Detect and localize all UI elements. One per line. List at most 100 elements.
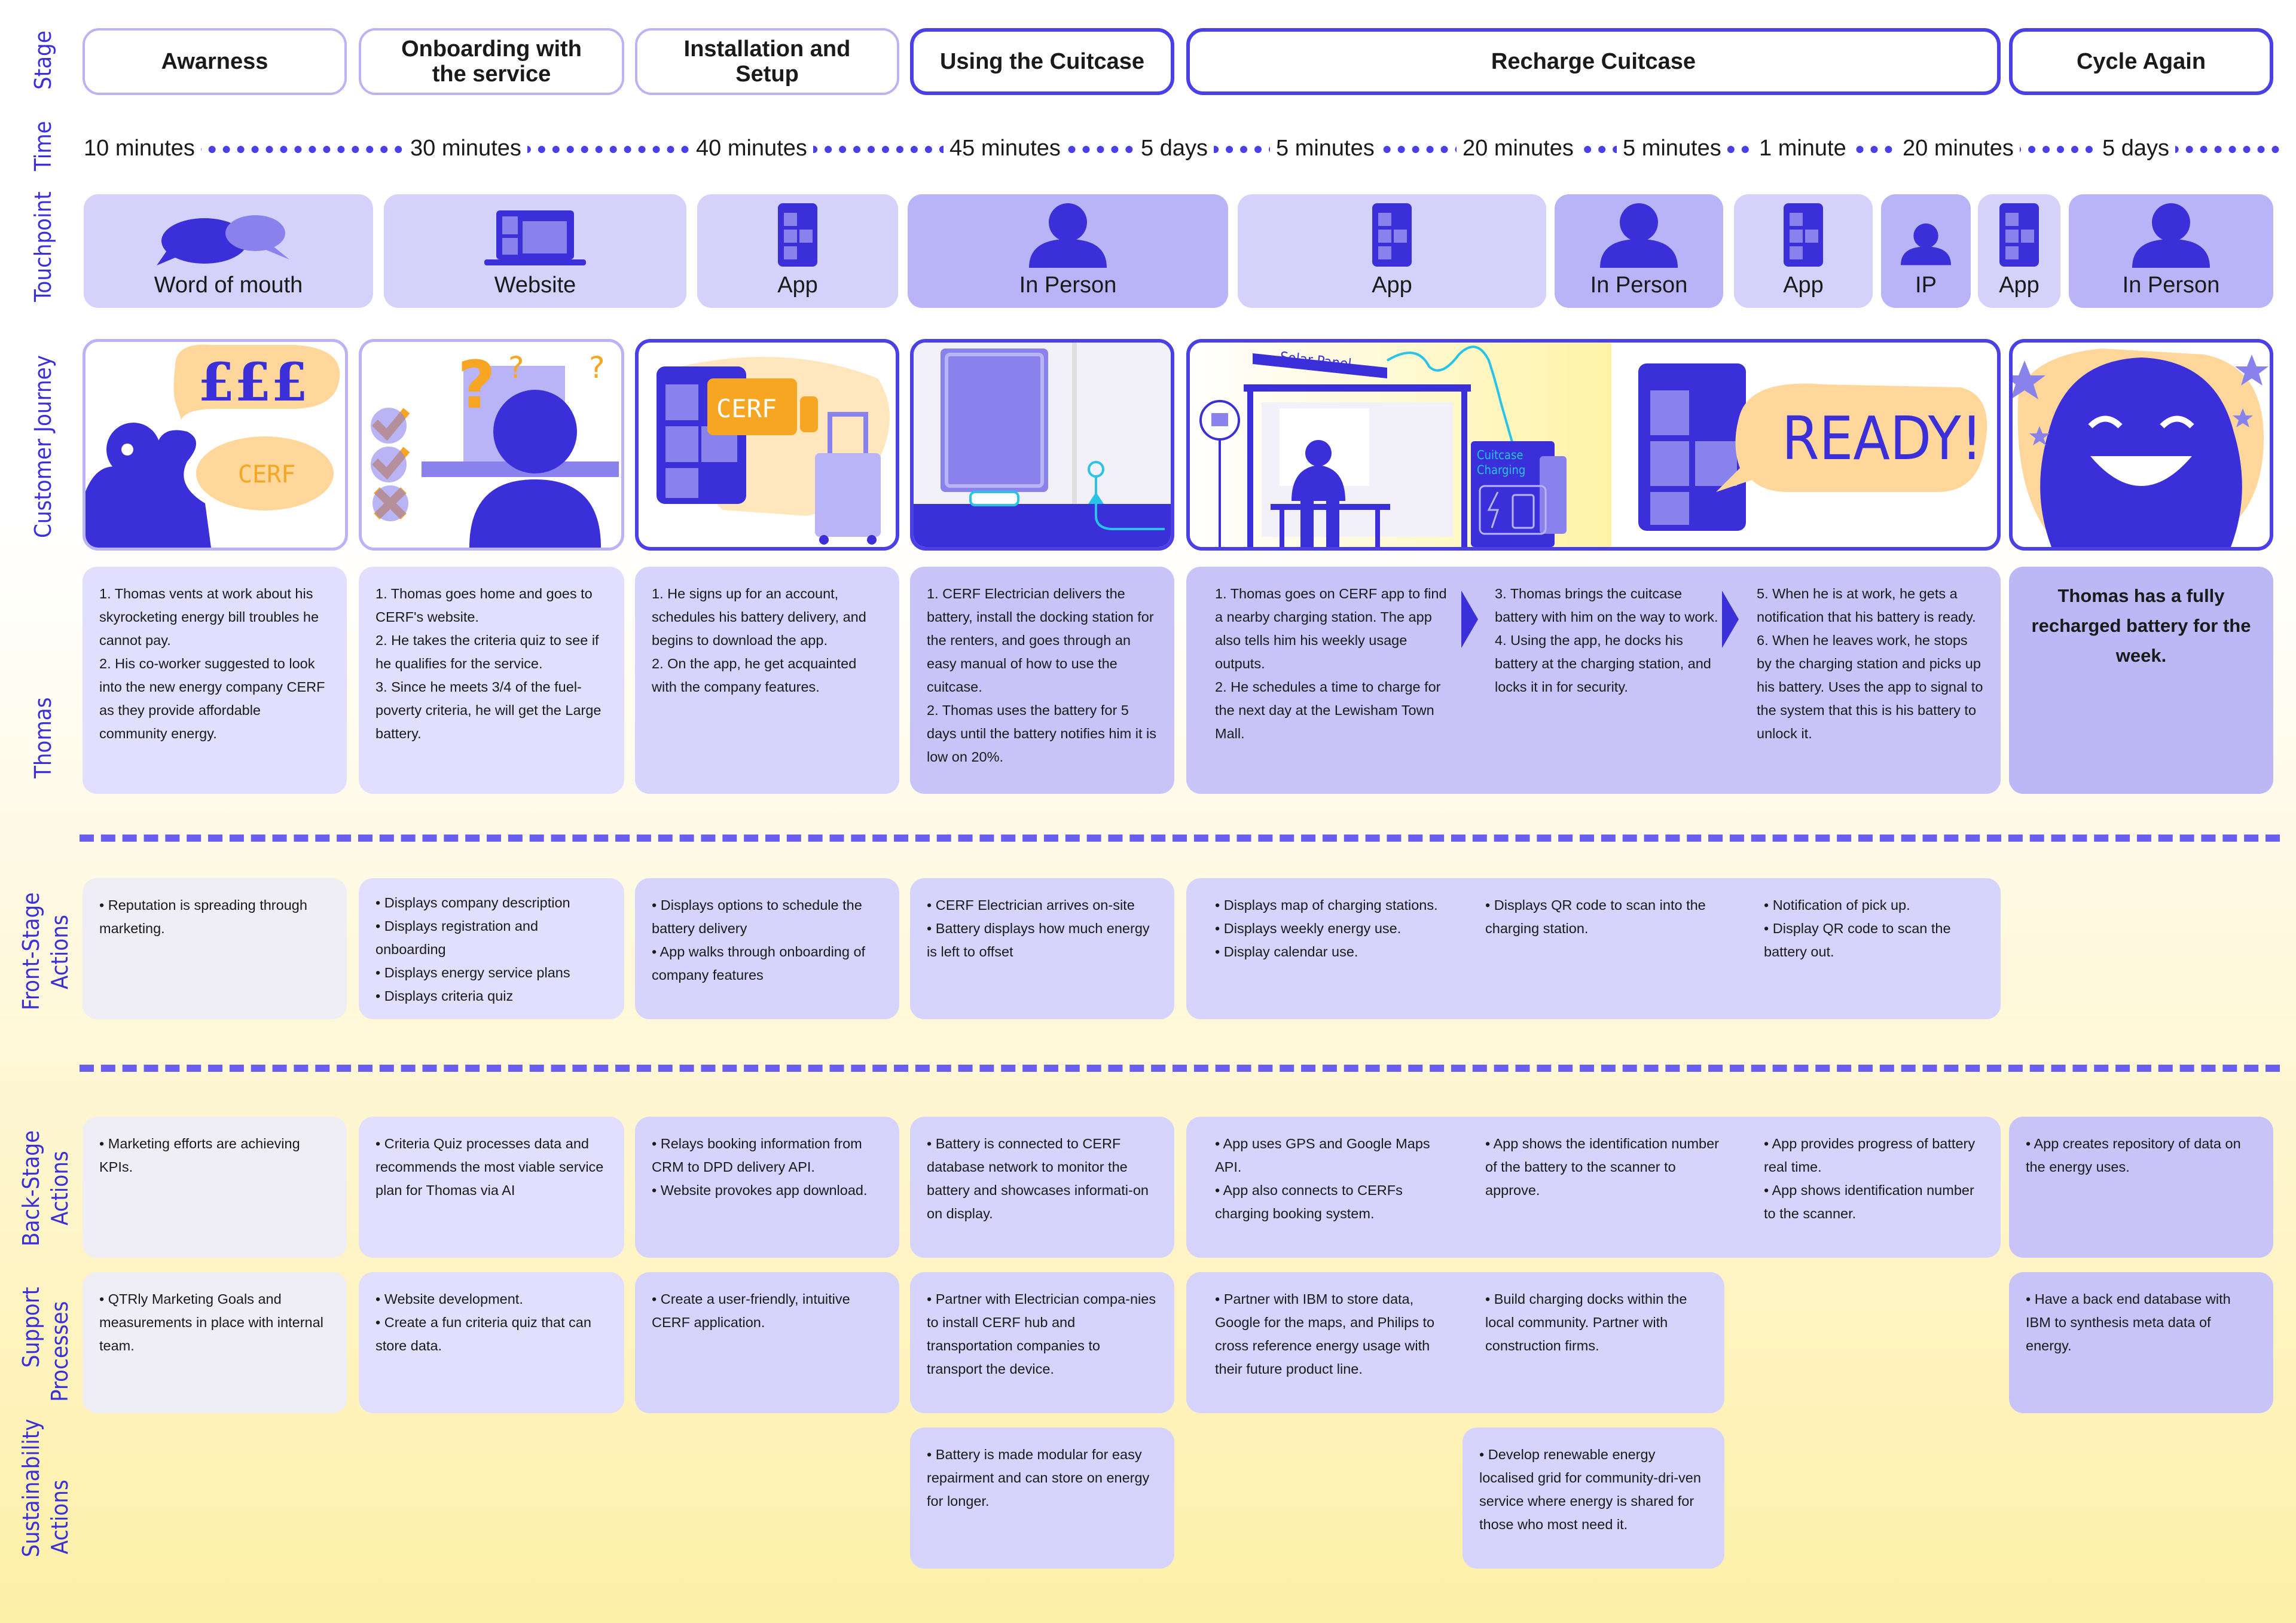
support-recharge-col-a: • Partner with IBM to store data, Google…: [1215, 1288, 1460, 1381]
thomas-step: 2. He takes the criteria quiz to see if …: [375, 632, 599, 671]
back-item: • Marketing efforts are achieving KPIs.: [99, 1136, 300, 1175]
arrow-right-icon: [1722, 591, 1739, 648]
journey-using-illustration: [910, 339, 1174, 551]
touchpoint-label: In Person: [1019, 273, 1117, 298]
time-label: 20 minutes: [1897, 133, 2020, 164]
row-label-support-line1: Support: [18, 1286, 44, 1368]
front-installation-card: • Displays options to schedule the batte…: [635, 878, 899, 1019]
front-item: • Displays registration and onboarding: [375, 918, 539, 957]
pounds-text: £££: [198, 351, 308, 413]
time-label: 5 days: [2096, 133, 2175, 164]
front-onboarding-card: • Displays company description • Display…: [359, 878, 624, 1019]
touchpoint-label: Word of mouth: [154, 273, 303, 298]
back-using-card: • Battery is connected to CERF database …: [910, 1117, 1174, 1258]
thomas-step: 2. His co-worker suggested to look into …: [99, 656, 325, 741]
thomas-step: 2. He schedules a time to charge for the…: [1215, 679, 1441, 741]
phone-app-icon: [1372, 203, 1412, 267]
front-using-card: • CERF Electrician arrives on-site • Bat…: [910, 878, 1174, 1019]
thomas-step: 1. Thomas goes on CERF app to find a nea…: [1215, 586, 1447, 671]
phone-app-icon: [1999, 203, 2039, 267]
thomas-recharge-col-c: 5. When he is at work, he gets a notific…: [1757, 582, 1984, 745]
journey-onboarding-illustration: ? ? ?: [359, 339, 624, 551]
back-item: • App uses GPS and Google Maps API.: [1215, 1136, 1430, 1175]
front-awareness-card: • Reputation is spreading through market…: [83, 878, 347, 1019]
question-mark-text: ?: [589, 350, 605, 385]
touchpoint-label: In Person: [1590, 273, 1688, 298]
time-label: 40 minutes: [690, 133, 813, 164]
thomas-cycle-card: Thomas has a fully recharged battery for…: [2009, 567, 2273, 794]
thomas-installation-card: 1. He signs up for an account, schedules…: [635, 567, 899, 794]
back-awareness-card: • Marketing efforts are achieving KPIs.: [83, 1117, 347, 1258]
row-label-touchpoint: Touchpoint: [30, 191, 56, 302]
back-item: • App provides progress of battery real …: [1764, 1136, 1976, 1175]
sustainability-item: • Battery is made modular for easy repai…: [927, 1447, 1150, 1509]
touchpoint-app: App: [1238, 194, 1546, 308]
front-item: • CERF Electrician arrives on-site: [927, 897, 1135, 913]
question-mark-text: ?: [457, 347, 496, 423]
support-installation-card: • Create a user-friendly, intuitive CERF…: [635, 1272, 899, 1413]
laptop-icon: [484, 210, 586, 265]
phone-app-icon: [778, 203, 817, 267]
touchpoint-in-person: In Person: [1555, 194, 1723, 308]
journey-installation-illustration: CERF: [635, 339, 899, 551]
touchpoint-label: Website: [494, 273, 576, 298]
row-label-back-stage-line1: Back-Stage: [18, 1130, 44, 1246]
support-onboarding-card: • Website development. • Create a fun cr…: [359, 1272, 624, 1413]
back-cycle-card: • App creates repository of data on the …: [2009, 1117, 2273, 1258]
back-item: • App shows the identification number of…: [1485, 1136, 1719, 1198]
touchpoint-website: Website: [384, 194, 686, 308]
support-item: • Partner with IBM to store data, Google…: [1215, 1291, 1435, 1377]
row-label-back-stage-line2: Actions: [47, 1151, 73, 1225]
front-item: • Displays map of charging stations.: [1215, 897, 1438, 913]
thomas-recharge-col-a: 1. Thomas goes on CERF app to find a nea…: [1215, 582, 1454, 745]
front-item: • Battery displays how much energy is le…: [927, 921, 1150, 959]
time-label: 1 minute: [1753, 133, 1852, 164]
thomas-step: 4. Using the app, he docks his battery a…: [1495, 632, 1711, 695]
back-onboarding-card: • Criteria Quiz processes data and recom…: [359, 1117, 624, 1258]
divider-line: [80, 835, 2280, 842]
thomas-step: 1. Thomas vents at work about his skyroc…: [99, 586, 319, 648]
touchpoint-label: IP: [1915, 273, 1937, 298]
back-item: • App shows identification number to the…: [1764, 1182, 1974, 1221]
support-item: • Create a user-friendly, intuitive CERF…: [652, 1291, 850, 1330]
front-item: • Displays company description: [375, 895, 570, 910]
support-awareness-card: • QTRly Marketing Goals and measurements…: [83, 1272, 347, 1413]
arrow-right-icon: [1461, 591, 1478, 648]
front-recharge-card: • Displays map of charging stations. • D…: [1186, 878, 2001, 1019]
support-item: • QTRly Marketing Goals and measurements…: [99, 1291, 323, 1353]
support-item: • Website development.: [375, 1291, 523, 1307]
time-label: 5 minutes: [1270, 133, 1381, 164]
row-label-stage: Stage: [30, 30, 56, 90]
divider-line: [80, 1065, 2280, 1072]
back-item: • Website provokes app download.: [652, 1182, 868, 1198]
front-item: • App walks through onboarding of compan…: [652, 944, 866, 983]
support-using-card: • Partner with Electrician compa-nies to…: [910, 1272, 1174, 1413]
support-item: • Partner with Electrician compa-nies to…: [927, 1291, 1156, 1377]
back-recharge-card: • App uses GPS and Google Maps API. • Ap…: [1186, 1117, 2001, 1258]
row-label-thomas: Thomas: [30, 697, 56, 778]
thomas-using-card: 1. CERF Electrician delivers the battery…: [910, 567, 1174, 794]
support-recharge-col-b: • Build charging docks within the local …: [1485, 1288, 1712, 1358]
front-item: • Notification of pick up.: [1764, 897, 1910, 913]
front-recharge-col-b: • Displays QR code to scan into the char…: [1485, 894, 1724, 940]
row-label-front-stage-line1: Front-Stage: [18, 892, 44, 1010]
thomas-recharge-col-b: 3. Thomas brings the cuitcase battery wi…: [1495, 582, 1722, 699]
front-item: • Displays criteria quiz: [375, 988, 514, 1004]
time-label: 10 minutes: [78, 133, 201, 164]
thomas-step: 2. On the app, he get acquainted with th…: [652, 656, 857, 695]
time-label: 20 minutes: [1457, 133, 1580, 164]
touchpoint-app: App: [1734, 194, 1873, 308]
back-item: • Battery is connected to CERF database …: [927, 1136, 1149, 1221]
front-item: • Display QR code to scan the battery ou…: [1764, 921, 1951, 959]
row-label-sustainability-line1: Sustainability: [18, 1419, 44, 1558]
question-mark-text: ?: [508, 350, 524, 385]
ready-text: READY!: [1782, 404, 1983, 473]
front-item: • Displays weekly energy use.: [1215, 921, 1402, 936]
back-recharge-col-c: • App provides progress of battery real …: [1764, 1132, 1985, 1225]
row-label-support-line2: Processes: [47, 1301, 73, 1402]
thomas-step: 3. Since he meets 3/4 of the fuel-povert…: [375, 679, 602, 741]
touchpoint-label: In Person: [2122, 273, 2220, 298]
support-recharge-card: • Partner with IBM to store data, Google…: [1186, 1272, 1724, 1413]
touchpoint-in-person: In Person: [2069, 194, 2273, 308]
front-item: • Displays QR code to scan into the char…: [1485, 897, 1706, 936]
